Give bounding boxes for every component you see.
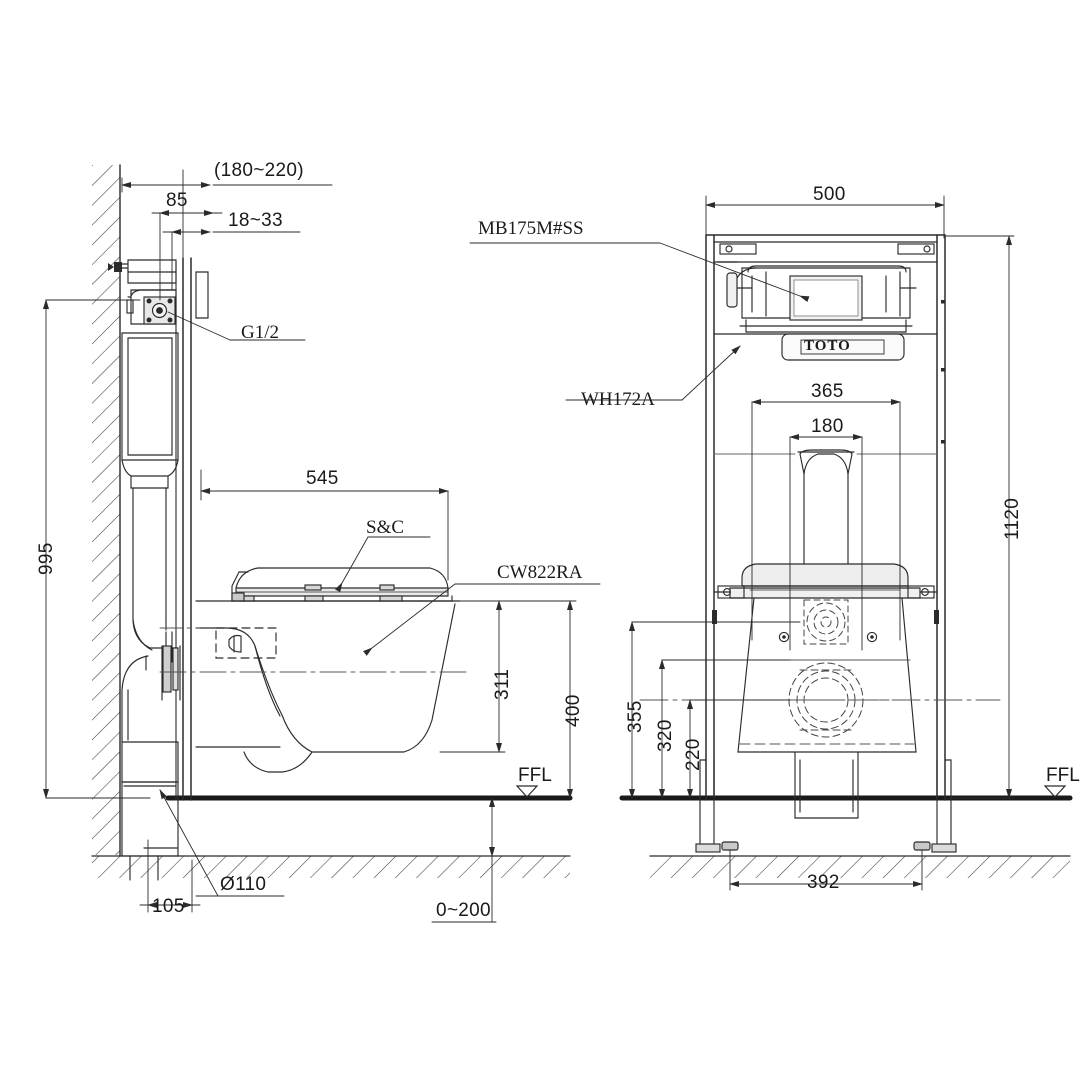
callout-cw822ra: CW822RA xyxy=(497,562,583,583)
ffl-label-right: FFL xyxy=(1046,765,1080,786)
floor-hatch-right xyxy=(649,855,1071,878)
dim-1120: 1120 xyxy=(1002,497,1023,540)
dim-18-33: 18~33 xyxy=(228,210,283,231)
callout-wh172a: WH172A xyxy=(581,389,655,410)
dim-180: 180 xyxy=(811,416,844,437)
dim-0-200: 0~200 xyxy=(436,900,491,921)
left-view-group xyxy=(43,164,601,923)
toto-brand-plate: TOTO xyxy=(804,338,851,354)
dim-dia110: Ø110 xyxy=(220,874,267,895)
left-dimension-lines xyxy=(43,169,601,923)
ffl-label-left: FFL xyxy=(518,765,552,786)
callout-sc: S&C xyxy=(366,517,405,538)
dim-311: 311 xyxy=(492,668,513,700)
dim-220: 220 xyxy=(683,738,704,771)
wc-pan-side xyxy=(159,567,471,773)
right-view-group xyxy=(469,195,1073,891)
dim-400: 400 xyxy=(563,694,584,727)
dim-105: 105 xyxy=(152,896,185,917)
floor-hatch-left xyxy=(91,855,571,878)
right-dimension-lines xyxy=(469,195,1067,891)
dim-392: 392 xyxy=(807,872,840,893)
callout-mb175m: MB175M#SS xyxy=(478,218,584,239)
wall-hatch xyxy=(92,164,121,856)
dim-545: 545 xyxy=(306,468,339,489)
dim-355: 355 xyxy=(625,700,646,733)
callout-g12: G1/2 xyxy=(241,322,279,343)
dim-85: 85 xyxy=(166,190,188,211)
dim-320: 320 xyxy=(655,719,676,752)
dim-180-220: (180~220) xyxy=(214,160,304,181)
dim-995: 995 xyxy=(36,542,57,575)
dim-365: 365 xyxy=(811,381,844,402)
dim-500: 500 xyxy=(813,184,846,205)
